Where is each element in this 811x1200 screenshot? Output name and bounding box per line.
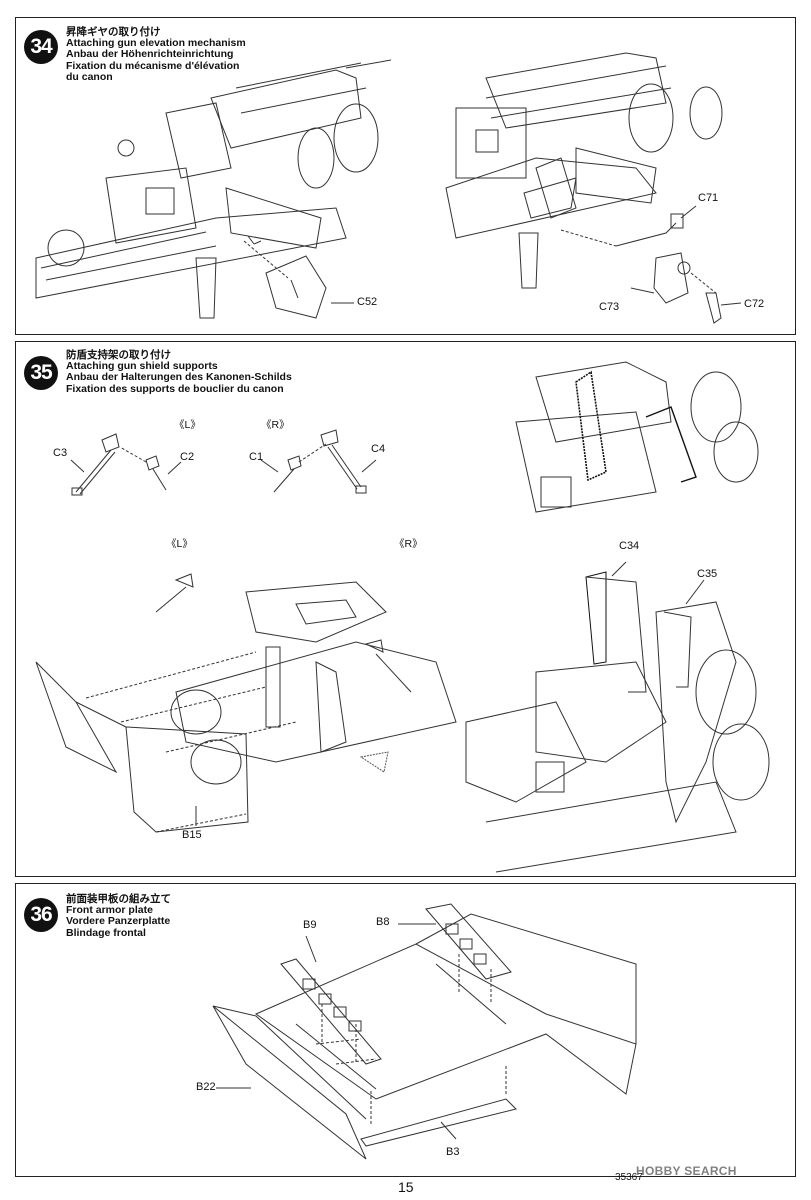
step-title-en: Front armor plate: [66, 904, 153, 917]
side-marker-left: 《L》: [174, 419, 201, 431]
part-label-b15: B15: [182, 829, 202, 841]
step-title-de: Anbau der Halterungen des Kanonen-Schild…: [66, 371, 292, 384]
step-title-de: Vordere Panzerplatte: [66, 915, 171, 928]
side-marker-right: 《R》: [394, 538, 423, 550]
step-36-illustration: [212, 903, 637, 1160]
step-title-fr: Fixation du mécanisme d'élévation: [66, 59, 240, 72]
step-title-fr-cont: du canon: [66, 70, 113, 83]
step-number-badge: 35: [24, 356, 58, 390]
step-34-panel: 34 昇降ギヤの取り付け Attaching gun elevation mec…: [15, 17, 796, 335]
part-label-c4: C4: [371, 443, 386, 455]
page-number: 15: [398, 1179, 414, 1195]
part-label-c71: C71: [698, 192, 719, 204]
step-35-panel: 35 防盾支持架の取り付け Attaching gun shield suppo…: [15, 341, 796, 877]
part-label-b8: B8: [376, 916, 390, 928]
step-35-illustration: [35, 361, 770, 873]
part-label-c72: C72: [744, 298, 765, 310]
part-label-c1: C1: [249, 451, 264, 463]
step-title-fr: Blindage frontal: [66, 926, 146, 939]
part-label-c3: C3: [53, 447, 68, 459]
step-title-en: Attaching gun elevation mechanism: [66, 37, 246, 50]
step-number-badge: 34: [24, 30, 58, 64]
step-title-fr: Fixation des supports de bouclier du can…: [66, 382, 284, 395]
step-title-de: Anbau der Höhenrichteinrichtung: [66, 48, 234, 61]
step-34-illustration: [35, 52, 742, 324]
step-title-block: 防盾支持架の取り付け Attaching gun shield supports…: [66, 349, 292, 395]
step-title-jp: 昇降ギヤの取り付け: [66, 26, 161, 38]
part-label-c73: C73: [599, 301, 620, 313]
part-label-c34: C34: [619, 540, 640, 552]
step-number-badge: 36: [24, 898, 58, 932]
side-marker-right: 《R》: [261, 419, 290, 431]
watermark: HOBBY SEARCH: [636, 1164, 737, 1178]
part-label-b22: B22: [196, 1081, 216, 1093]
step-title-jp: 前面装甲板の組み立て: [66, 893, 171, 905]
part-label-c52: C52: [357, 296, 378, 308]
step-36-panel: 36 前面装甲板の組み立て Front armor plate Vordere …: [15, 883, 796, 1177]
step-title-jp: 防盾支持架の取り付け: [66, 349, 171, 361]
side-marker-left: 《L》: [166, 538, 193, 550]
part-label-b9: B9: [303, 919, 317, 931]
part-label-c35: C35: [697, 568, 718, 580]
product-code: 35367: [615, 1172, 643, 1183]
part-label-b3: B3: [446, 1146, 460, 1158]
part-label-c2: C2: [180, 451, 195, 463]
step-title-block: 前面装甲板の組み立て Front armor plate Vordere Pan…: [66, 893, 171, 939]
step-title-block: 昇降ギヤの取り付け Attaching gun elevation mechan…: [66, 26, 246, 83]
step-title-en: Attaching gun shield supports: [66, 360, 218, 373]
